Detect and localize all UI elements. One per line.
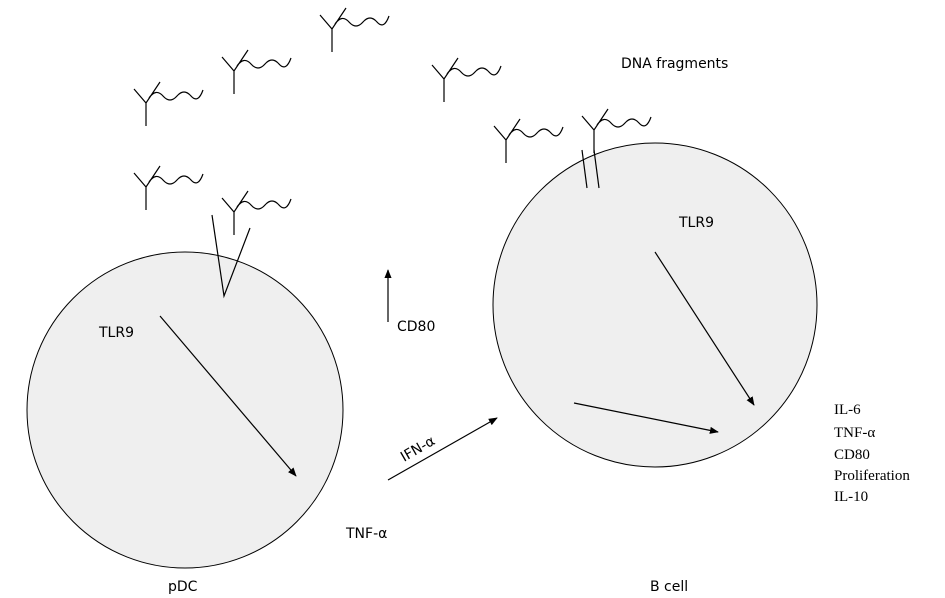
dna-fragments-group (133, 7, 652, 235)
bcell-output-il10: IL-10 (834, 489, 868, 505)
endosome-uptake-icon (211, 214, 251, 299)
bcell-tlr9-label: TLR9 (678, 215, 714, 231)
dna-fragment-icon (133, 165, 204, 210)
receptor-stalk-icon (581, 149, 588, 189)
b-cell-label: B cell (650, 579, 688, 595)
bcell-output-cd80: CD80 (834, 447, 870, 463)
ifn-alpha-label: IFN-α (398, 433, 438, 465)
pdc-tlr9-signal-arrow (159, 315, 297, 477)
pdc-label: pDC (168, 579, 198, 595)
ifn-signal-inner-arrow (573, 402, 719, 434)
ifn-alpha-arrow (387, 417, 498, 481)
dna-fragment-icon (133, 81, 204, 126)
dna-fragment-icon (581, 108, 652, 153)
bcell-output-il6: IL-6 (834, 402, 861, 418)
bcell-output-tnf-alpha: TNF-α (834, 425, 875, 441)
dna-fragments-label: DNA fragments (621, 56, 728, 72)
pdc-tlr9-label: TLR9 (98, 325, 134, 341)
dna-fragment-icon (319, 7, 390, 52)
bcell-tlr9-signal-arrow (654, 251, 755, 406)
b-cell (492, 142, 818, 468)
cd80-label: CD80 (397, 319, 435, 335)
receptor-stalk-icon (593, 149, 600, 189)
dna-fragment-icon (221, 49, 292, 94)
dna-fragment-icon (493, 118, 564, 163)
pdc-cell (26, 251, 344, 569)
tnf-alpha-label: TNF-α (345, 526, 387, 542)
dna-fragment-icon (221, 190, 292, 235)
dna-fragment-icon (431, 57, 502, 102)
bcell-output-proliferation: Proliferation (834, 468, 910, 484)
